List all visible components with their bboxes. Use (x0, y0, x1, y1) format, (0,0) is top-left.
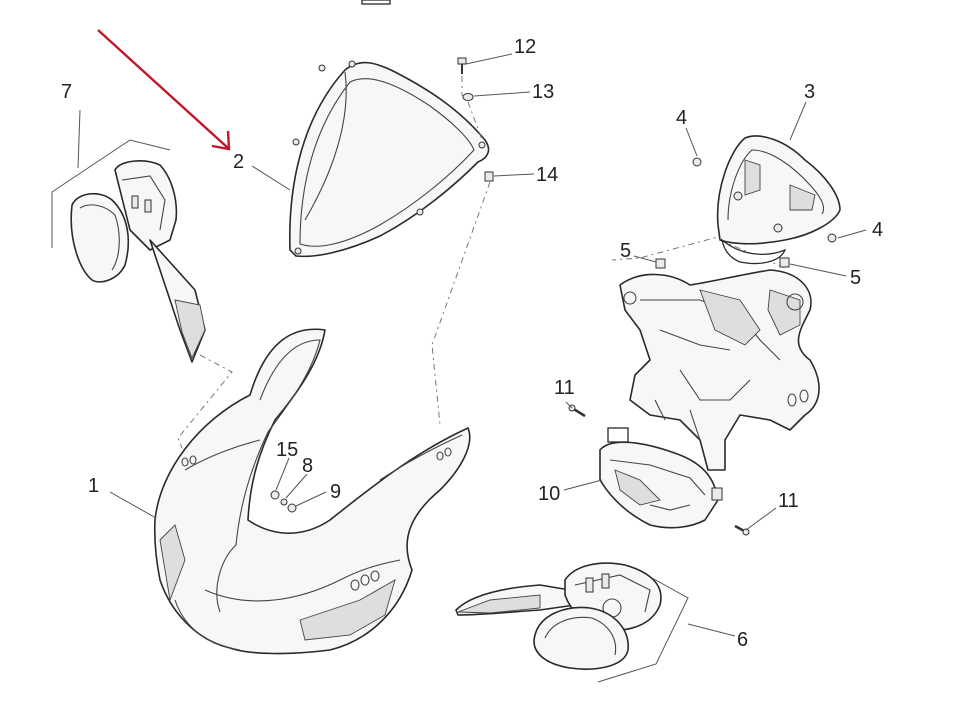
top-edge-tab (361, 0, 391, 5)
callout-3: 3 (804, 81, 815, 103)
callout-6: 6 (737, 629, 748, 651)
callout-9: 9 (330, 481, 341, 503)
screw-12 (457, 57, 467, 74)
callout-14: 14 (536, 164, 558, 186)
callout-4-right: 4 (872, 219, 883, 241)
fastener-9 (287, 503, 297, 513)
fastener-8 (280, 498, 288, 506)
callout-1: 1 (88, 475, 99, 497)
callout-11-lower: 11 (778, 490, 799, 512)
alignment-line-screen (461, 76, 485, 146)
screw-11-lower (734, 524, 750, 536)
washer-13 (462, 93, 474, 101)
callout-10: 10 (538, 483, 560, 505)
callout-5-right: 5 (850, 267, 861, 289)
callout-7: 7 (61, 81, 72, 103)
callout-4-upper: 4 (676, 107, 687, 129)
callout-8: 8 (302, 455, 313, 477)
callout-5-left: 5 (620, 240, 631, 262)
clip-5-left (655, 258, 666, 269)
highlight-arrow (97, 29, 231, 151)
windscreen (288, 60, 490, 258)
callout-13: 13 (532, 81, 554, 103)
callout-11-upper: 11 (554, 377, 575, 399)
front-frame (619, 269, 820, 471)
nut-14 (484, 171, 494, 182)
instrument-bracket (599, 427, 723, 529)
alignment-line-mirror-left (177, 354, 233, 449)
alignment-line-cover (611, 234, 726, 261)
bracket-7 (51, 109, 171, 248)
left-mirror (70, 160, 206, 363)
callout-12: 12 (514, 36, 536, 58)
front-fairing (153, 328, 471, 655)
callout-15: 15 (276, 439, 298, 461)
fastener-15 (270, 490, 280, 500)
instrument-cover (716, 135, 841, 265)
bracket-6 (597, 577, 736, 683)
leader-lines (109, 53, 867, 531)
screw-11-upper (568, 404, 586, 418)
callout-2: 2 (233, 151, 244, 173)
clip-5-right (779, 257, 790, 268)
alignment-line-screen-fairing (431, 181, 491, 426)
right-mirror (455, 562, 662, 670)
washer-4-left (692, 157, 702, 167)
washer-4-right (827, 233, 837, 243)
